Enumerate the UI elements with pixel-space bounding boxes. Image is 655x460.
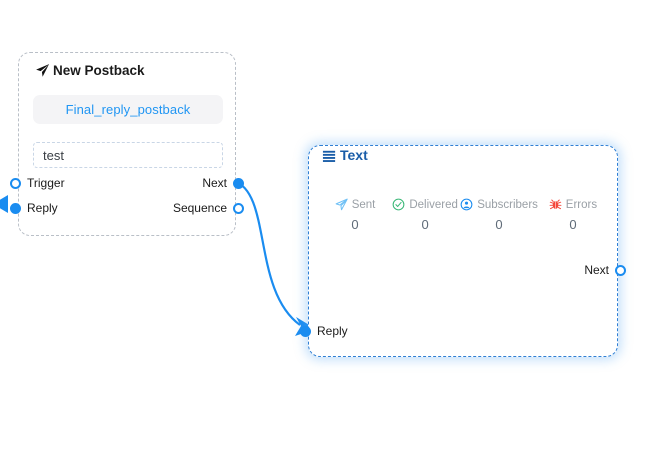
port-dot-icon[interactable] bbox=[300, 325, 311, 337]
port-label-reply: Reply bbox=[27, 201, 58, 215]
stat-delivered-label-group: Delivered bbox=[392, 198, 458, 211]
port-label-sequence: Sequence bbox=[172, 201, 227, 215]
port-label-reply: Reply bbox=[317, 324, 348, 338]
port-postback-sequence[interactable]: Sequence bbox=[173, 201, 244, 215]
stat-sent-label-group: Sent bbox=[335, 198, 376, 211]
port-dot-icon[interactable] bbox=[10, 202, 21, 214]
node-text-title: Text bbox=[340, 147, 368, 163]
inbound-edge-arrow-icon bbox=[0, 195, 8, 213]
port-label-next: Next bbox=[202, 176, 227, 190]
port-dot-icon[interactable] bbox=[615, 264, 626, 276]
port-postback-trigger[interactable]: Trigger bbox=[10, 176, 65, 190]
paper-plane-icon bbox=[35, 63, 50, 78]
subscriber-circle-icon bbox=[460, 198, 473, 211]
stat-errors: Errors 0 bbox=[538, 198, 608, 232]
check-circle-icon bbox=[392, 198, 405, 211]
postback-text-field[interactable]: test bbox=[33, 142, 223, 168]
node-new-postback-header: New Postback bbox=[35, 63, 145, 78]
text-node-stats: Sent 0 Delivered 0 bbox=[320, 198, 608, 232]
hamburger-lines-icon bbox=[322, 148, 337, 163]
port-text-next[interactable]: Next bbox=[584, 263, 626, 277]
stat-delivered-value: 0 bbox=[421, 217, 429, 232]
port-postback-reply[interactable]: Reply bbox=[10, 201, 58, 215]
stat-delivered-label: Delivered bbox=[409, 198, 458, 211]
stat-errors-label-group: Errors bbox=[549, 198, 597, 211]
port-dot-icon[interactable] bbox=[233, 202, 244, 214]
node-new-postback[interactable]: New Postback Final_reply_postback test T… bbox=[0, 52, 244, 236]
port-label-trigger: Trigger bbox=[27, 176, 65, 190]
stat-delivered: Delivered 0 bbox=[390, 198, 460, 232]
port-dot-icon[interactable] bbox=[233, 177, 244, 189]
stat-errors-value: 0 bbox=[569, 217, 577, 232]
node-text-header: Text bbox=[322, 147, 368, 163]
node-new-postback-title: New Postback bbox=[53, 63, 145, 78]
bug-icon bbox=[549, 198, 562, 211]
stat-sent-label: Sent bbox=[351, 198, 376, 211]
port-label-next: Next bbox=[584, 263, 609, 277]
stat-subscribers: Subscribers 0 bbox=[460, 198, 538, 232]
paper-plane-icon bbox=[335, 198, 348, 211]
stat-subscribers-value: 0 bbox=[495, 217, 503, 232]
stat-subscribers-label: Subscribers bbox=[477, 198, 538, 211]
port-text-reply[interactable]: Reply bbox=[300, 324, 348, 338]
node-text[interactable]: Text Sent 0 bbox=[300, 145, 626, 357]
stat-errors-label: Errors bbox=[565, 198, 598, 211]
stat-sent-value: 0 bbox=[351, 217, 359, 232]
stat-sent: Sent 0 bbox=[320, 198, 390, 232]
port-dot-icon[interactable] bbox=[10, 177, 21, 189]
stat-subscribers-label-group: Subscribers bbox=[460, 198, 538, 211]
port-postback-next[interactable]: Next bbox=[202, 176, 244, 190]
postback-pill-label[interactable]: Final_reply_postback bbox=[33, 95, 223, 124]
